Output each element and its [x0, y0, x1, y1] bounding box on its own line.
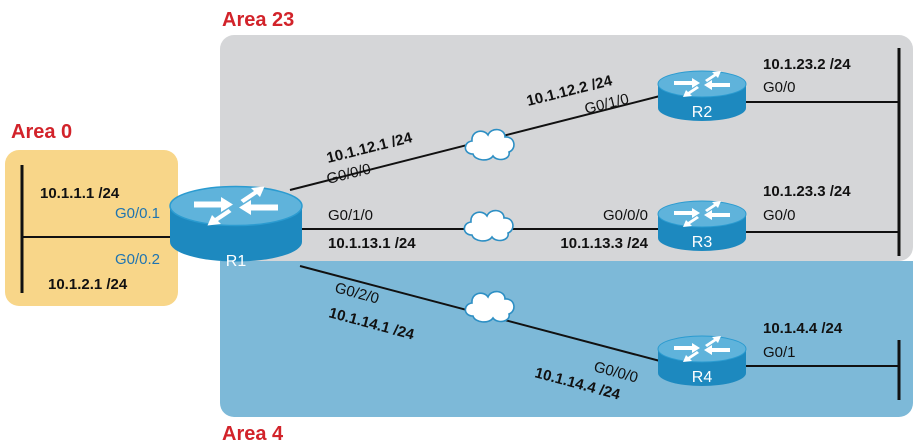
r1-lan1-ip: 10.1.1.1 /24: [40, 185, 120, 202]
r3-r1-interface: G0/0/0: [603, 207, 648, 224]
router-icon: [169, 185, 303, 263]
r1-lan1-interface: G0/0.1: [115, 205, 160, 222]
r2-lan-ip: 10.1.23.2 /24: [763, 56, 851, 73]
r1-r3-ip: 10.1.13.1 /24: [328, 235, 416, 252]
r4-lan-interface: G0/1: [763, 344, 796, 361]
area-0-title: Area 0: [11, 121, 72, 143]
router-r3-label: R3: [692, 234, 713, 251]
r4-lan-ip: 10.1.4.4 /24: [763, 320, 843, 337]
r2-lan-interface: G0/0: [763, 79, 796, 96]
area-4-title: Area 4: [222, 423, 284, 445]
r3-lan-interface: G0/0: [763, 207, 796, 224]
area-0-region: [5, 150, 178, 306]
r3-lan-ip: 10.1.23.3 /24: [763, 183, 851, 200]
area-4-region: [220, 261, 913, 417]
router-r1-label: R1: [226, 253, 247, 270]
r3-r1-ip: 10.1.13.3 /24: [560, 235, 648, 252]
r1-r3-interface: G0/1/0: [328, 207, 373, 224]
router-r4-label: R4: [692, 369, 713, 386]
area-4-region-top-fix: [220, 261, 913, 281]
area-23-title: Area 23: [222, 9, 294, 31]
router-r2-label: R2: [692, 104, 713, 121]
router-r1: [169, 185, 303, 263]
r1-lan2-ip: 10.1.2.1 /24: [48, 276, 128, 293]
r1-lan2-interface: G0/0.2: [115, 251, 160, 268]
